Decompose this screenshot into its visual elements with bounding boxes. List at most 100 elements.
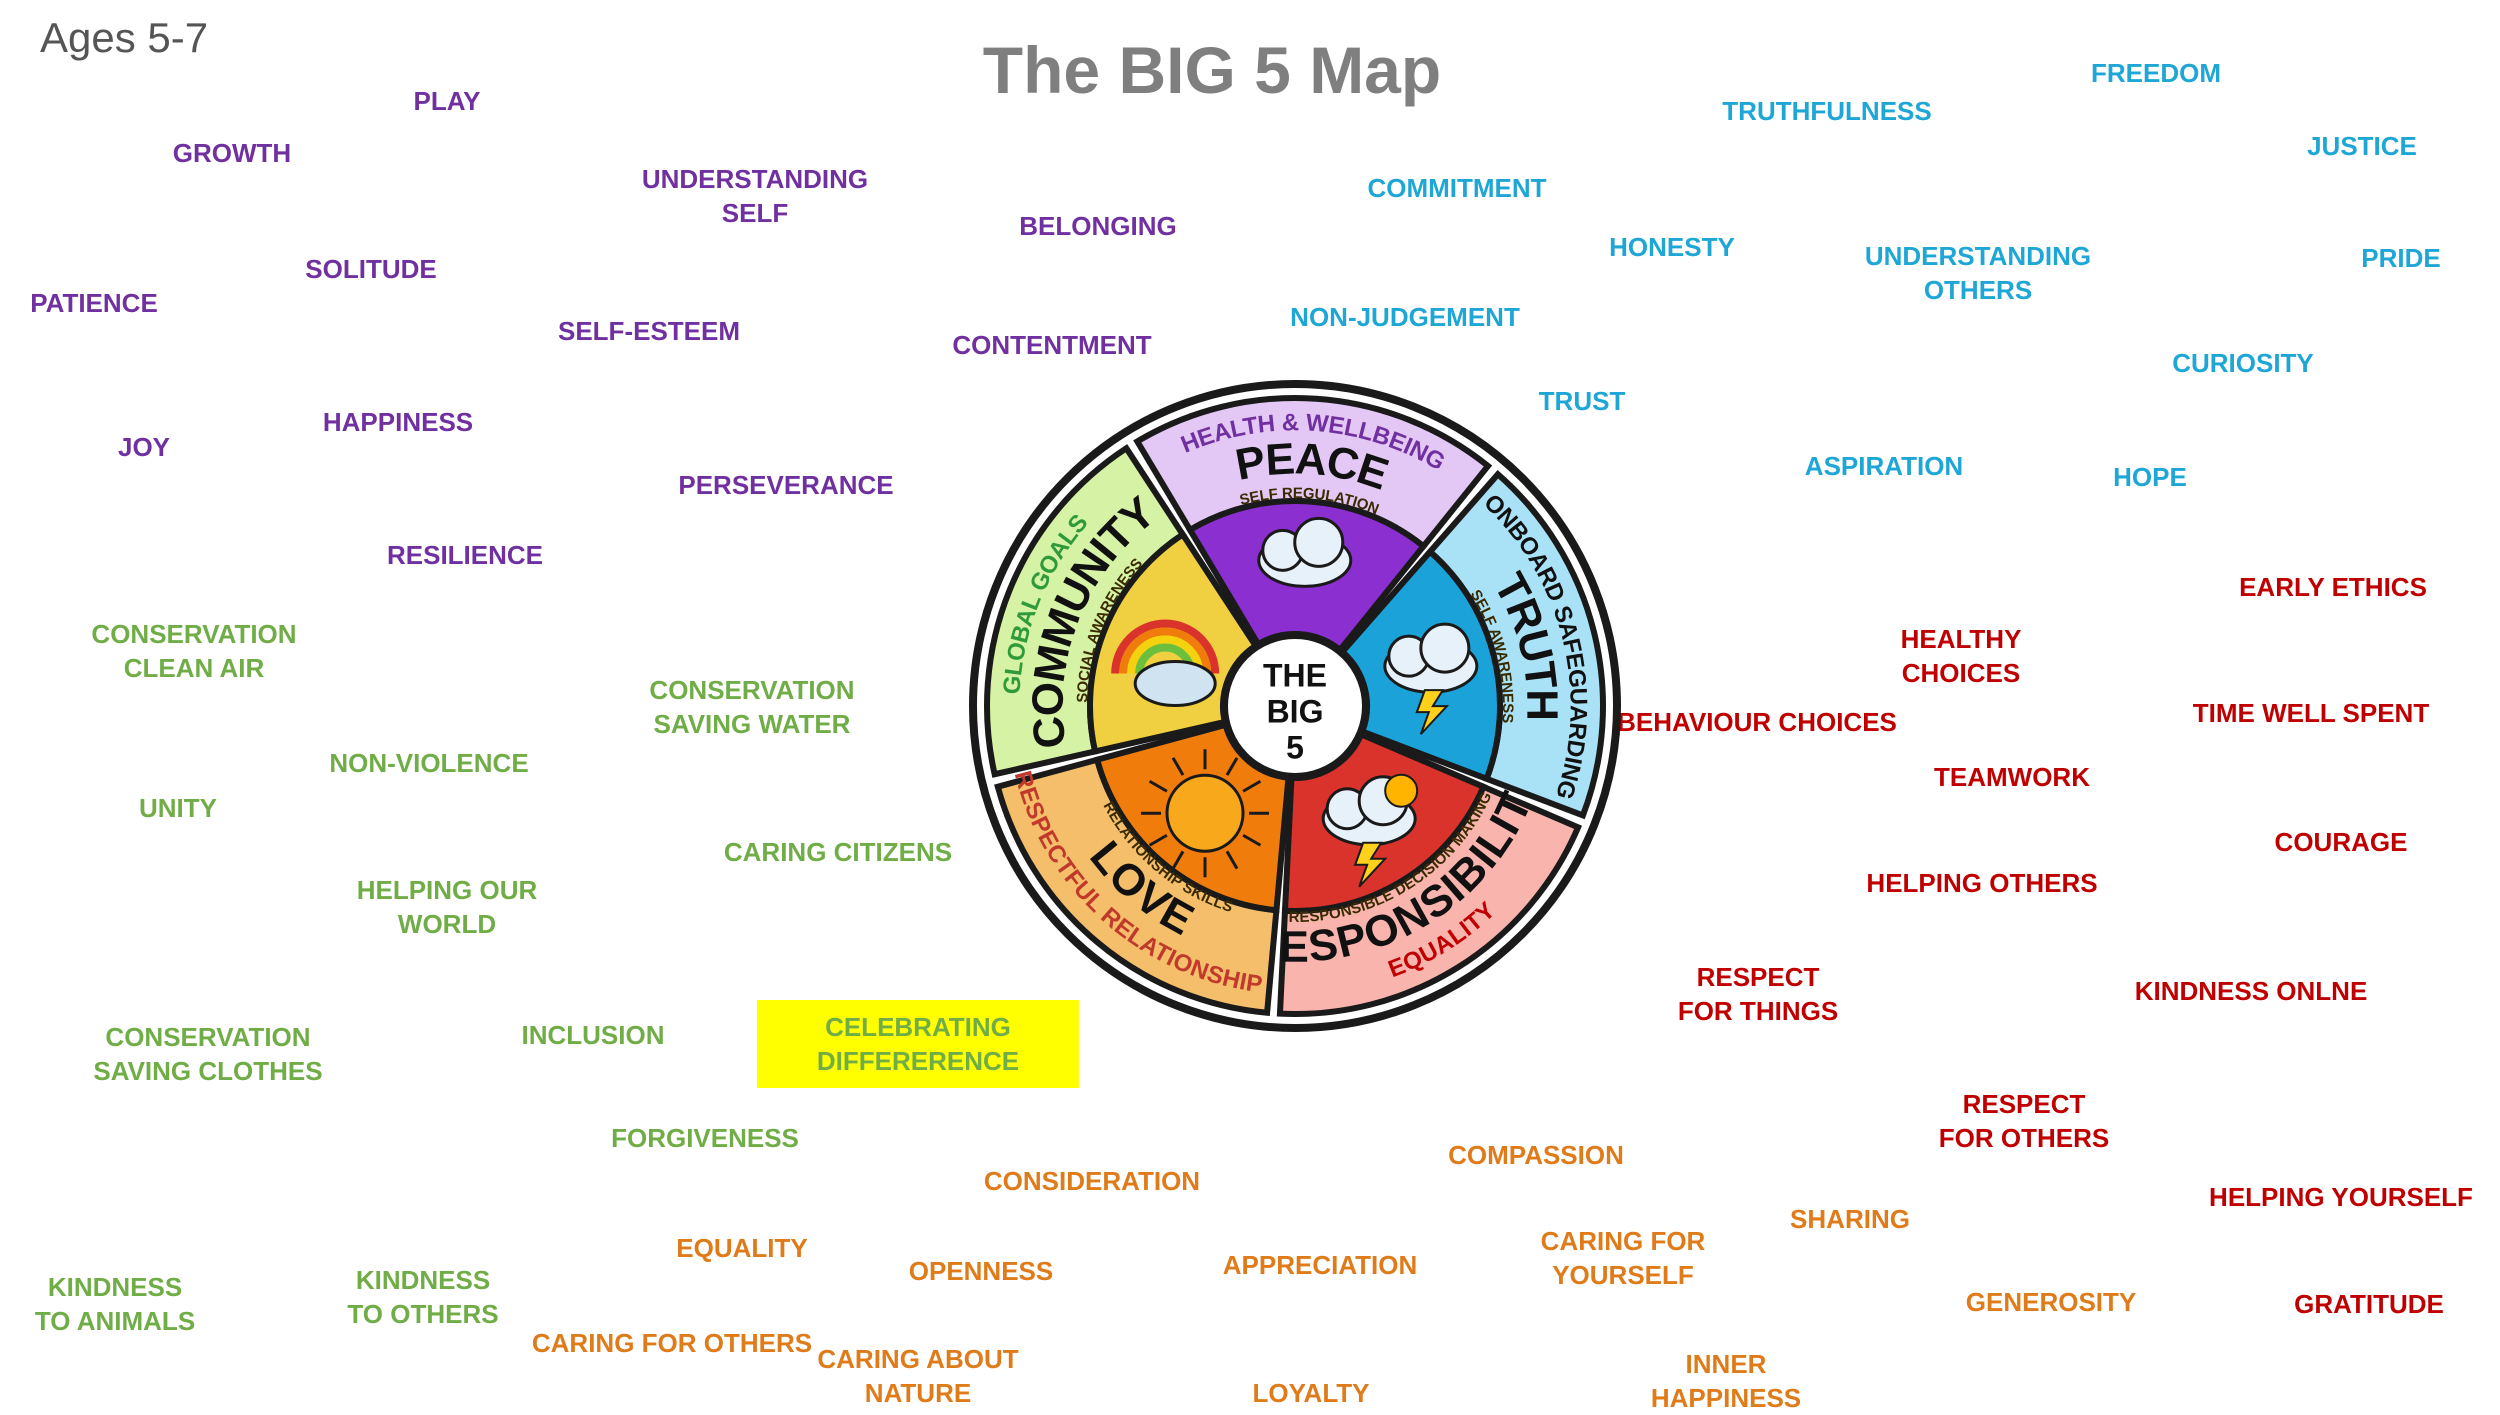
value-word-line: SOLITUDE: [305, 254, 437, 284]
sun-icon: [1141, 749, 1270, 878]
value-word-line: CELEBRATING: [825, 1012, 1011, 1042]
value-word-line: CARING FOR: [1540, 1226, 1706, 1256]
value-word-line: CARING FOR OTHERS: [531, 1328, 813, 1358]
peace-value-solitude: SOLITUDE: [305, 252, 436, 286]
truth-value-trust: TRUST: [1539, 384, 1626, 418]
value-word-line: GRATITUDE: [2294, 1289, 2444, 1319]
value-word-line: COMMITMENT: [1367, 173, 1547, 203]
value-word-line: EQUALITY: [676, 1233, 808, 1263]
page-title: The BIG 5 Map: [982, 33, 1442, 107]
truth-value-freedom: FREEDOM: [2091, 56, 2221, 90]
cloud-icon: [1257, 516, 1353, 588]
value-word-line: FORGIVENESS: [611, 1123, 799, 1153]
value-word-line: CONTENTMENT: [952, 330, 1152, 360]
wheel-center-label: BIG: [1267, 693, 1324, 729]
community-value-conservation-saving-water: CONSERVATION SAVING WATER: [649, 673, 854, 741]
love-value-compassion: COMPASSION: [1448, 1138, 1624, 1172]
value-word-line: FREEDOM: [2091, 58, 2221, 88]
value-word-line: RESPECT: [1962, 1089, 2086, 1119]
responsibility-value-respect-for-others: RESPECT FOR OTHERS: [1939, 1087, 2109, 1155]
truth-value-honesty: HONESTY: [1609, 230, 1735, 264]
value-word-line: TIME WELL SPENT: [2192, 698, 2430, 728]
love-value-caring-for-others: CARING FOR OTHERS: [532, 1326, 812, 1360]
value-word-line: HELPING OUR: [356, 875, 538, 905]
community-value-non-violence: NON-VIOLENCE: [329, 746, 528, 780]
value-word-line: RESILIENCE: [386, 540, 544, 570]
truth-value-aspiration: ASPIRATION: [1805, 449, 1963, 483]
value-word-line: GENEROSITY: [1965, 1287, 2137, 1317]
peace-value-growth: GROWTH: [173, 136, 291, 170]
value-word-line: PATIENCE: [30, 288, 158, 318]
value-word-line: UNDERSTANDING: [1864, 241, 2092, 271]
value-word-line: RESPECT: [1696, 962, 1820, 992]
value-word-line: YOURSELF: [1552, 1260, 1694, 1290]
value-word-line: HONESTY: [1609, 232, 1735, 262]
value-word-line: COURAGE: [2274, 827, 2408, 857]
responsibility-value-helping-yourself: HELPING YOURSELF: [2209, 1180, 2473, 1214]
value-word-line: SELF-ESTEEM: [557, 316, 741, 346]
sun-rain-icon: [1321, 773, 1419, 888]
truth-value-justice: JUSTICE: [2307, 129, 2417, 163]
value-word-line: NATURE: [864, 1378, 972, 1408]
truth-value-truthfulness: TRUTHFULNESS: [1722, 94, 1931, 128]
value-word-line: HAPPINESS: [322, 407, 474, 437]
truth-value-curiosity: CURIOSITY: [2172, 346, 2314, 380]
lightning-cloud-icon: [1383, 622, 1479, 735]
responsibility-value-kindness-onlne: KINDNESS ONLNE: [2135, 974, 2368, 1008]
peace-value-perseverance: PERSEVERANCE: [678, 468, 893, 502]
love-value-sharing: SHARING: [1790, 1202, 1910, 1236]
community-value-helping-our-world: HELPING OUR WORLD: [357, 873, 538, 941]
value-word-line: INNER: [1685, 1349, 1767, 1379]
peace-value-belonging: BELONGING: [1019, 209, 1176, 243]
wheel-center-label: THE: [1263, 657, 1327, 693]
peace-value-resilience: RESILIENCE: [387, 538, 543, 572]
responsibility-value-behaviour-choices: BEHAVIOUR CHOICES: [1617, 705, 1897, 739]
value-word-line: OTHERS: [1923, 275, 2033, 305]
peace-value-play: PLAY: [414, 84, 481, 118]
truth-value-commitment: COMMITMENT: [1367, 171, 1546, 205]
peace-value-happiness: HAPPINESS: [323, 405, 473, 439]
value-word-line: EARLY ETHICS: [2239, 572, 2427, 602]
love-value-openness: OPENNESS: [909, 1254, 1054, 1288]
value-word-line: LOYALTY: [1252, 1378, 1370, 1408]
value-word-line: TO ANIMALS: [34, 1306, 196, 1336]
peace-value-self-esteem: SELF-ESTEEM: [558, 314, 740, 348]
value-word-line: CURIOSITY: [2172, 348, 2314, 378]
value-word-line: TRUTHFULNESS: [1722, 96, 1932, 126]
responsibility-value-helping-others: HELPING OTHERS: [1866, 866, 2097, 900]
value-word-line: CARING CITIZENS: [723, 837, 953, 867]
value-word-line: SAVING WATER: [653, 709, 851, 739]
wheel-center-circle: [1222, 633, 1368, 779]
peace-value-contentment: CONTENTMENT: [952, 328, 1151, 362]
value-word-line: CONSIDERATION: [983, 1166, 1201, 1196]
value-word-line: CONSERVATION: [649, 675, 855, 705]
value-word-line: BEHAVIOUR CHOICES: [1617, 707, 1897, 737]
community-value-forgiveness: FORGIVENESS: [611, 1121, 799, 1155]
value-word-line: CHOICES: [1901, 658, 2021, 688]
value-word-line: SAVING CLOTHES: [93, 1056, 323, 1086]
value-word-line: GROWTH: [172, 138, 292, 168]
responsibility-value-time-well-spent: TIME WELL SPENT: [2193, 696, 2429, 730]
value-word-line: FOR OTHERS: [1938, 1123, 2110, 1153]
truth-value-pride: PRIDE: [2361, 241, 2440, 275]
value-word-line: WORLD: [397, 909, 497, 939]
value-word-line: ASPIRATION: [1804, 451, 1964, 481]
value-word-line: OPENNESS: [908, 1256, 1054, 1286]
community-value-unity: UNITY: [139, 791, 217, 825]
truth-value-hope: HOPE: [2113, 460, 2187, 494]
value-word-line: HELPING YOURSELF: [2209, 1182, 2473, 1212]
value-word-line: CARING ABOUT: [817, 1344, 1019, 1374]
value-word-line: INCLUSION: [521, 1020, 665, 1050]
value-word-line: SHARING: [1790, 1204, 1910, 1234]
